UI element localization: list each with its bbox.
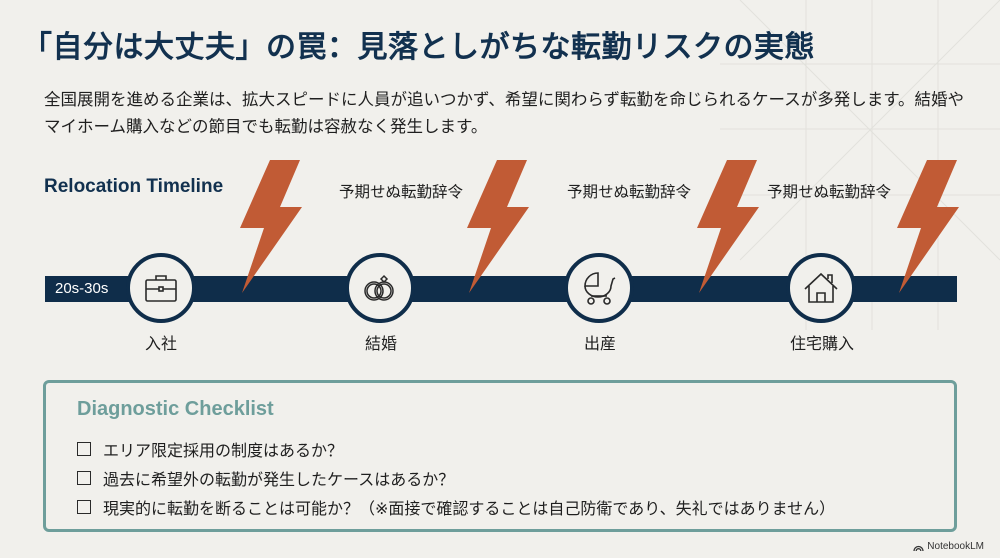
event-label-relocation-order: 予期せぬ転勤辞令 [766, 183, 891, 201]
checklist-item-text: エリア限定採用の制度はあるか？ [103, 441, 344, 460]
checklist-item[interactable]: エリア限定採用の制度はあるか？ [77, 437, 343, 461]
milestone-node-join [126, 253, 196, 323]
milestone-node-marriage [345, 253, 415, 323]
checklist-item-text: 過去に希望外の転勤が発生したケースはあるか？ [103, 470, 455, 489]
briefcase-icon [145, 275, 177, 302]
age-range-label: 20s-30s [55, 280, 109, 297]
baby-carriage-icon [584, 272, 616, 305]
checklist-title: Diagnostic Checklist [77, 398, 274, 420]
page-title: 「自分は大丈夫」の罠：見落としがちな転勤リスクの実態 [22, 30, 815, 65]
checkbox[interactable] [77, 500, 91, 514]
checklist-item-text: 現実的に転勤を断ることは可能か？（※面接で確認することは自己防衛であり、失礼では… [103, 499, 836, 518]
diagnostic-checklist: Diagnostic Checklist エリア限定採用の制度はあるか？ 過去に… [43, 380, 957, 532]
rings-icon [364, 274, 394, 301]
event-label-relocation-order: 予期せぬ転勤辞令 [566, 183, 691, 201]
lightning-bolt-icon [240, 160, 302, 293]
checklist-item[interactable]: 現実的に転勤を断ることは可能か？（※面接で確認することは自己防衛であり、失礼では… [77, 495, 835, 519]
milestone-label: 住宅購入 [789, 334, 854, 353]
milestone-node-home-purchase [786, 253, 856, 323]
brand-label: NotebookLM [927, 541, 984, 552]
milestone-label: 入社 [144, 334, 177, 353]
notebooklm-logo-icon [913, 545, 924, 551]
milestone-label: 結婚 [364, 334, 397, 353]
milestone-label: 出産 [583, 334, 616, 353]
lightning-bolt-icon [897, 160, 959, 293]
lightning-bolt-icon [467, 160, 529, 293]
house-icon [804, 272, 838, 303]
checkbox[interactable] [77, 471, 91, 485]
milestone-node-childbirth [564, 253, 634, 323]
timeline-title: Relocation Timeline [44, 176, 224, 197]
event-label-relocation-order: 予期せぬ転勤辞令 [338, 183, 463, 201]
lightning-bolt-icon [697, 160, 759, 293]
lead-paragraph: 全国展開を進める企業は、拡大スピードに人員が追いつかず、希望に関わらず転勤を命じ… [44, 90, 965, 136]
checkbox[interactable] [77, 442, 91, 456]
notebooklm-branding: NotebookLM [913, 541, 984, 552]
checklist-item[interactable]: 過去に希望外の転勤が発生したケースはあるか？ [77, 466, 454, 490]
